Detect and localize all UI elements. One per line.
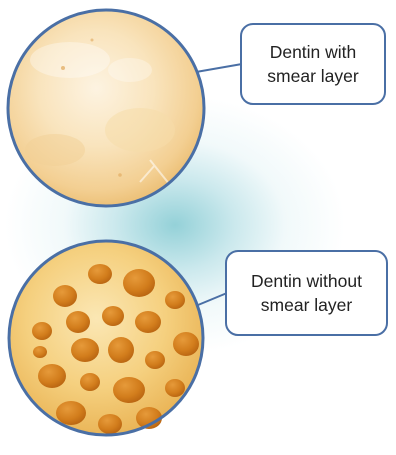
tubule [173,332,199,356]
tubule [66,311,90,333]
callout-bottom-line1: Dentin without [251,269,362,293]
tubule [165,291,185,309]
tubule [145,351,165,369]
connector-top [196,64,242,72]
callout-dentin-without-smear-layer: Dentin without smear layer [225,250,388,336]
callout-dentin-with-smear-layer: Dentin with smear layer [240,23,386,105]
tubule [32,322,52,340]
tubule [71,338,99,362]
tubule [56,401,86,425]
tubule [123,269,155,297]
tubule [33,346,47,358]
tubule [98,414,122,434]
tubule [88,264,112,284]
callout-bottom-line2: smear layer [261,293,352,317]
tubule [102,306,124,326]
smear-layer-circle [8,10,204,206]
tubule [53,285,77,307]
tubule [38,364,66,388]
tubule [80,373,100,391]
connector-bottom [198,293,227,305]
tubule [108,337,134,363]
tubule [165,379,185,397]
tubule [113,377,145,403]
tubule [135,311,161,333]
callout-top-line1: Dentin with [270,40,357,64]
callout-top-line2: smear layer [267,64,358,88]
open-tubules-circle [9,241,203,435]
